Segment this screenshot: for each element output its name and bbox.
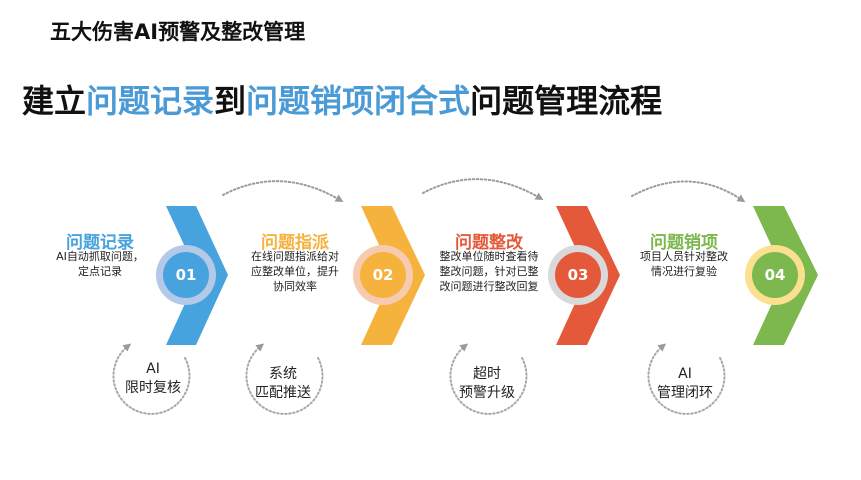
slide-subtitle: 五大伤害AI预警及整改管理 bbox=[50, 20, 306, 44]
sub-cycle-rings bbox=[112, 343, 726, 415]
sub-label-line: AI bbox=[146, 361, 160, 377]
sub-label-line: 超时 bbox=[473, 366, 501, 382]
step-3-number: 03 bbox=[567, 266, 589, 284]
step-3-description: 整改单位随时查看待 整改问题，针对已整 改问题进行整改回复 bbox=[430, 249, 548, 294]
headline-part-3: 到 bbox=[214, 82, 247, 120]
flow-arrow-icon bbox=[222, 180, 344, 203]
sub-cycle-3-label: 超时 预警升级 bbox=[447, 365, 527, 403]
sub-label-line: 匹配推送 bbox=[255, 385, 311, 401]
cycle-arrow-icon bbox=[245, 343, 324, 415]
sub-label-line: 管理闭环 bbox=[657, 385, 713, 401]
desc-line: 项目人员针对整改 bbox=[640, 250, 728, 263]
slide-headline: 建立问题记录到问题销项闭合式问题管理流程 bbox=[22, 76, 662, 122]
sub-cycle-2-label: 系统 匹配推送 bbox=[243, 365, 323, 403]
flow-arc-arrows bbox=[222, 178, 746, 203]
sub-label-line: 预警升级 bbox=[459, 385, 515, 401]
desc-line: AI自动抓取问题， bbox=[56, 250, 144, 263]
cycle-arrow-icon bbox=[647, 343, 726, 415]
sub-label-line: 系统 bbox=[269, 366, 297, 382]
headline-part-1: 建立 bbox=[22, 82, 87, 120]
desc-line: 改问题进行整改回复 bbox=[439, 280, 539, 293]
step-1-number: 01 bbox=[175, 266, 197, 284]
headline-highlight-1: 问题记录 bbox=[86, 82, 215, 120]
desc-line: 在线问题指派给对 bbox=[251, 250, 339, 263]
desc-line: 协同效率 bbox=[273, 280, 317, 293]
step-4-number: 04 bbox=[764, 266, 786, 284]
step-1-description: AI自动抓取问题， 定点记录 bbox=[40, 249, 160, 279]
sub-cycle-1-label: AI 限时复核 bbox=[113, 360, 193, 398]
desc-line: 应整改单位，提升 bbox=[251, 265, 339, 278]
headline-part-5: 问题管理流程 bbox=[470, 82, 663, 120]
step-1-title: 问题记录 bbox=[66, 233, 134, 253]
chevron-step-1 bbox=[156, 206, 228, 345]
headline-highlight-2: 问题销项闭合式 bbox=[246, 82, 471, 120]
desc-line: 整改问题，针对已整 bbox=[439, 265, 539, 278]
desc-line: 定点记录 bbox=[78, 265, 122, 278]
chevron-step-2 bbox=[353, 206, 425, 345]
chevron-step-4 bbox=[745, 206, 818, 345]
step-4-title: 问题销项 bbox=[650, 233, 718, 253]
sub-cycle-4-label: AI 管理闭环 bbox=[645, 365, 725, 403]
desc-line: 情况进行复验 bbox=[651, 265, 717, 278]
step-4-description: 项目人员针对整改 情况进行复验 bbox=[628, 249, 740, 279]
chevron-step-3 bbox=[548, 206, 620, 345]
step-3-title: 问题整改 bbox=[455, 233, 523, 253]
cycle-arrow-icon bbox=[449, 343, 528, 415]
sub-label-line: 限时复核 bbox=[125, 380, 181, 396]
flow-arrow-icon bbox=[422, 178, 544, 201]
sub-label-line: AI bbox=[678, 366, 692, 382]
step-2-description: 在线问题指派给对 应整改单位，提升 协同效率 bbox=[238, 249, 352, 294]
desc-line: 整改单位随时查看待 bbox=[439, 250, 539, 263]
flow-arrow-icon bbox=[631, 180, 746, 203]
step-2-title: 问题指派 bbox=[261, 233, 329, 253]
step-2-number: 02 bbox=[372, 266, 394, 284]
cycle-arrow-icon bbox=[112, 343, 191, 415]
